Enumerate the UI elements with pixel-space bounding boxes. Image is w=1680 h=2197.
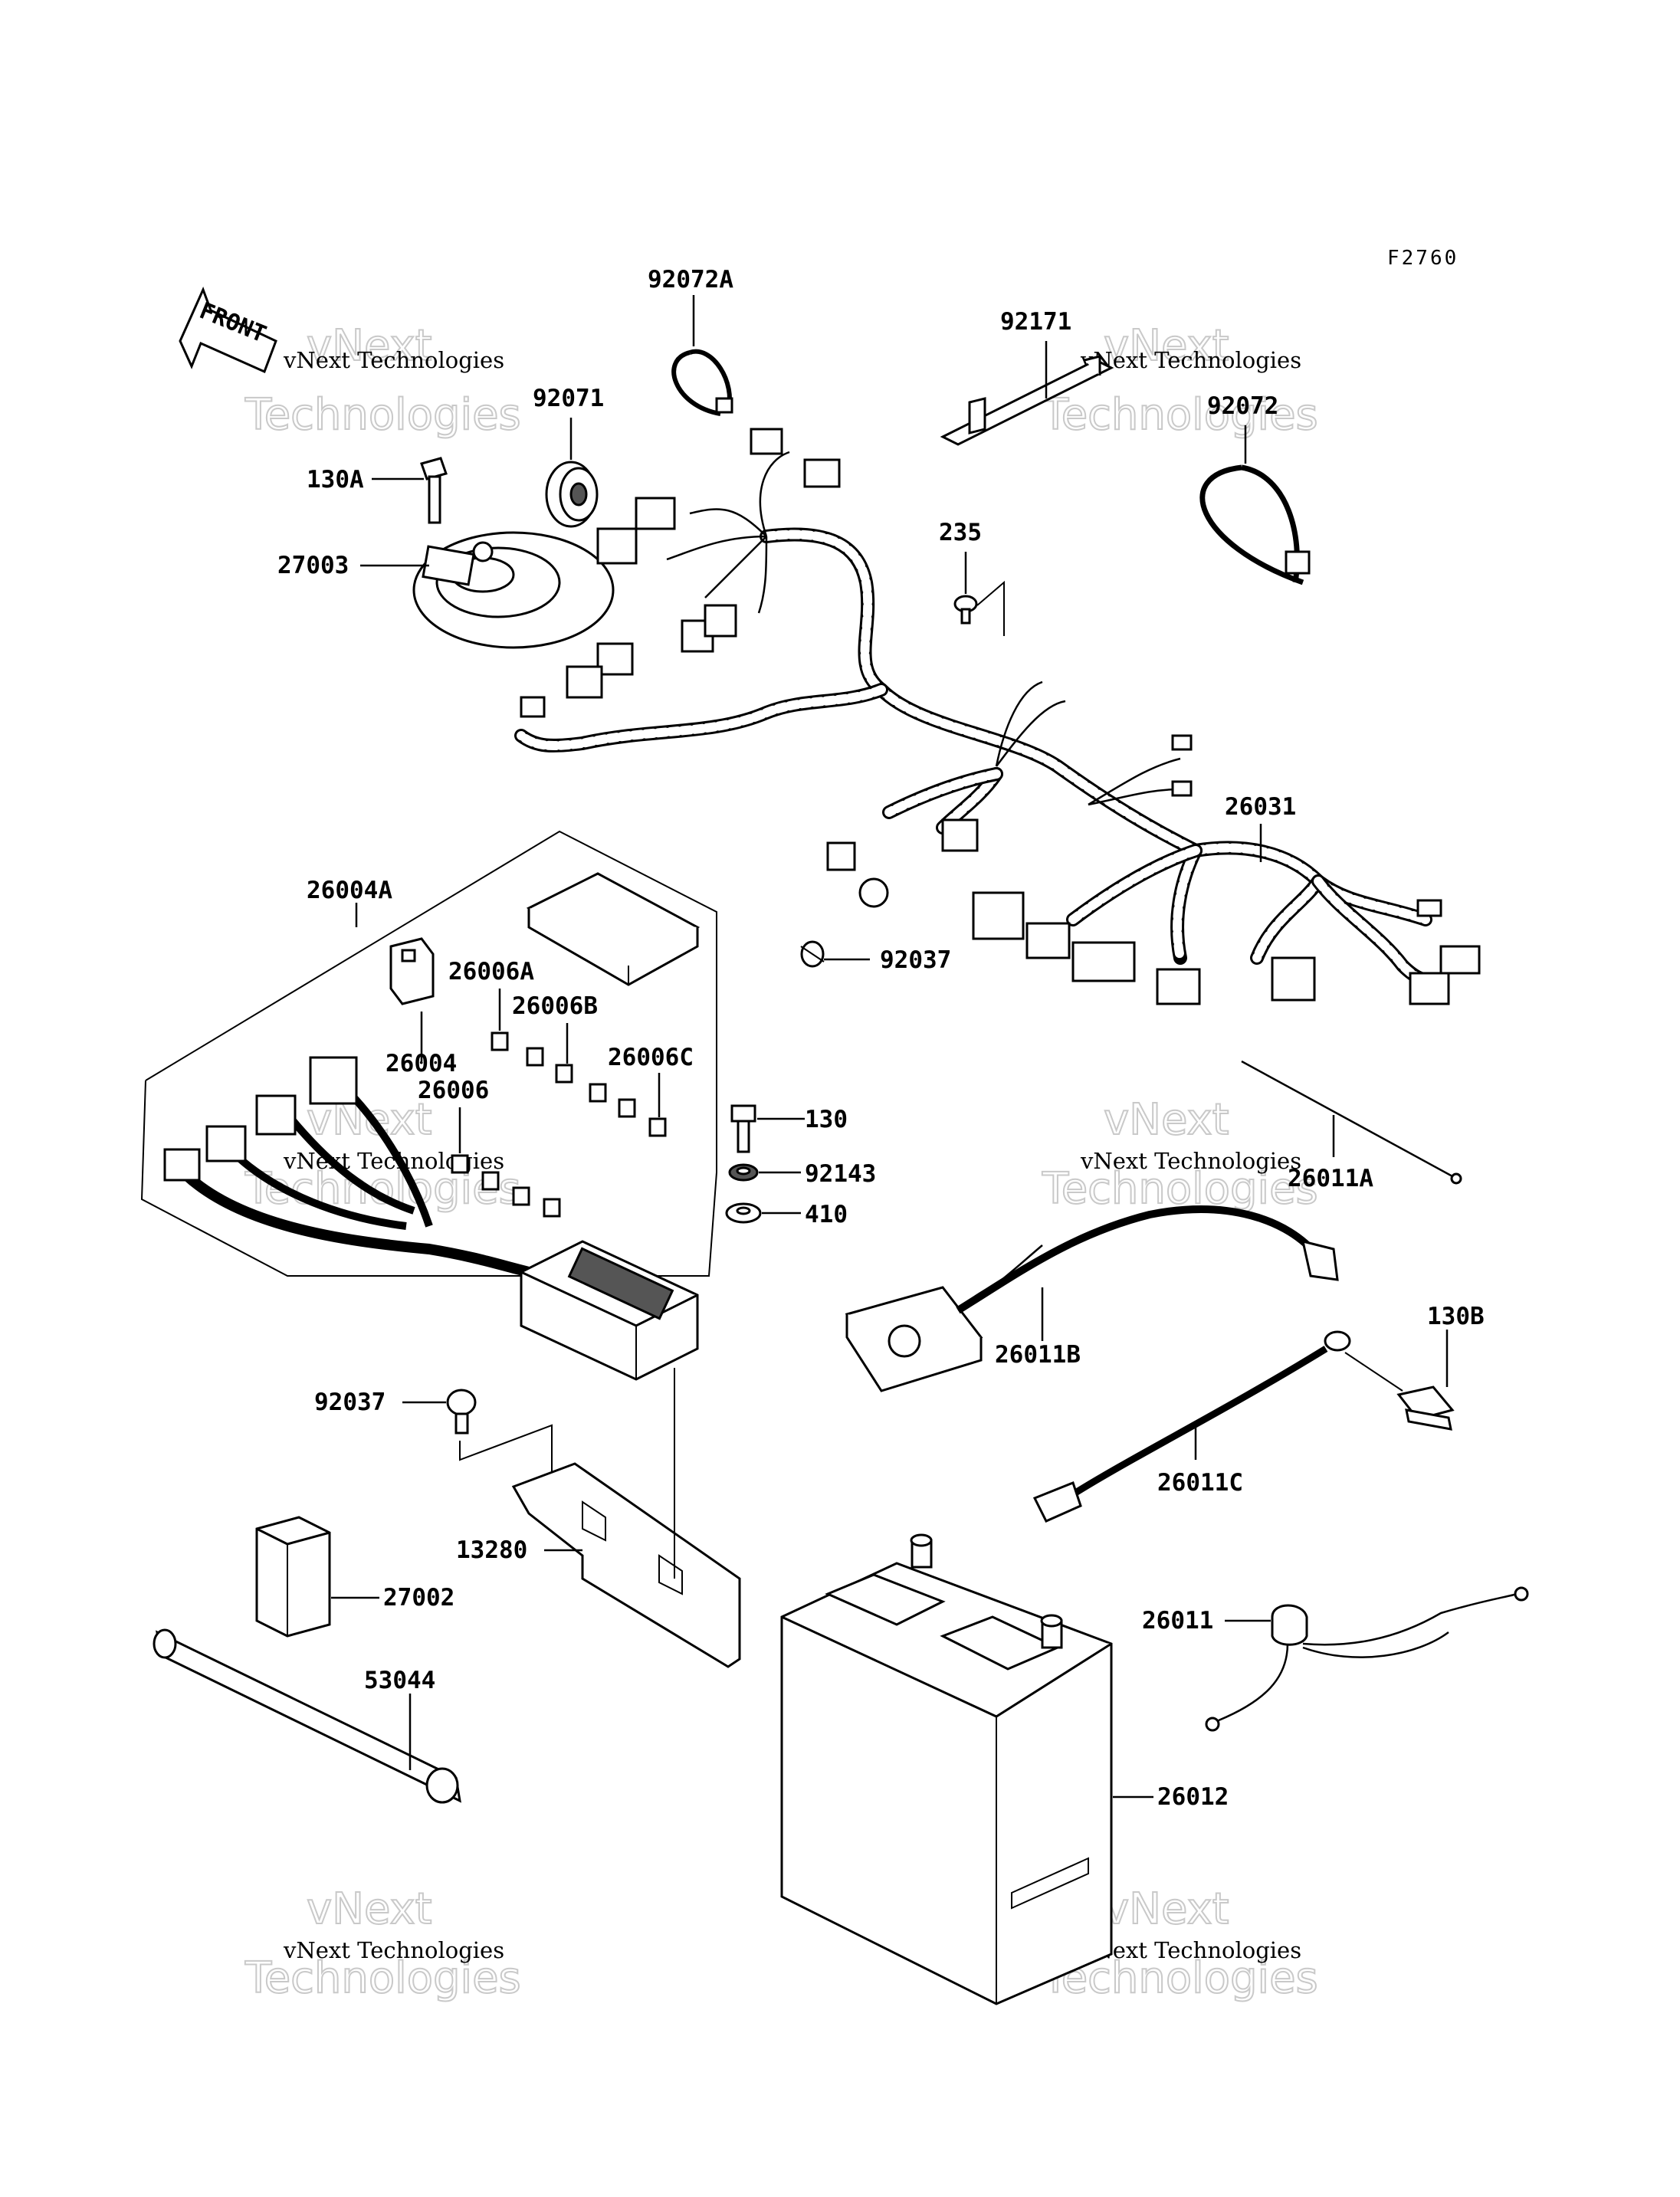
relay-icon: [389, 937, 435, 1005]
part-label-92072A: 92072A: [648, 266, 733, 293]
screw-icon: [953, 595, 978, 625]
part-label-26011B: 26011B: [995, 1341, 1081, 1369]
part-label-26004A: 26004A: [307, 877, 392, 904]
clip-icon: [800, 940, 825, 968]
junction-box-group: [140, 830, 717, 1277]
clamp-icon: [1199, 464, 1311, 585]
bracket-icon: [511, 1462, 741, 1668]
part-label-130A: 130A: [307, 466, 364, 494]
grommet-icon: [545, 461, 599, 528]
starter-relay-icon: [845, 1205, 1339, 1392]
part-label-26006C: 26006C: [608, 1044, 694, 1071]
part-label-26011A: 26011A: [1288, 1165, 1373, 1192]
part-label-53044: 53044: [364, 1667, 435, 1694]
main-harness: [514, 428, 1481, 1005]
bolt-icon: [420, 457, 448, 524]
part-label-92072: 92072: [1207, 392, 1278, 420]
relay-icon: [255, 1516, 331, 1638]
watermark: vNext Technologies vNext Technologies: [244, 1884, 522, 2004]
bolt-icon: [1396, 1385, 1455, 1431]
watermark-caption: vNext Technologies: [283, 347, 504, 373]
part-label-26011: 26011: [1142, 1607, 1213, 1635]
watermark-brand: vNext: [307, 1884, 432, 1934]
watermark-caption: vNext Technologies: [1080, 1148, 1301, 1174]
part-label-92037: 92037: [880, 946, 951, 974]
clip-icon: [446, 1389, 477, 1435]
bracket-icon: [940, 355, 1114, 446]
part-label-92037: 92037: [314, 1389, 386, 1416]
watermark-brand-sub: Technologies: [1042, 390, 1318, 440]
part-label-26006: 26006: [418, 1077, 489, 1104]
part-label-26012: 26012: [1157, 1783, 1229, 1811]
part-label-26006B: 26006B: [512, 992, 598, 1020]
watermark-brand: vNext: [1104, 1095, 1229, 1145]
cable-icon: [1032, 1330, 1351, 1523]
part-label-26011C: 26011C: [1157, 1469, 1243, 1497]
part-label-130B: 130B: [1427, 1303, 1485, 1330]
watermark-brand-sub: Technologies: [1042, 1164, 1318, 1214]
figure-code: F2760: [1387, 247, 1459, 270]
watermark-brand-sub: Technologies: [244, 1953, 521, 2003]
part-label-92071: 92071: [533, 385, 604, 412]
watermark: vNext Technologies vNext Technologies: [1041, 1094, 1319, 1215]
part-label-27002: 27002: [383, 1584, 454, 1612]
watermark: vNext Technologies vNext Technologies: [1041, 320, 1319, 441]
watermark-brand: vNext: [1104, 321, 1229, 371]
lead-wire-icon: [1205, 1586, 1529, 1732]
watermark-brand-sub: Technologies: [244, 390, 521, 440]
fuse-icon: [451, 1031, 667, 1218]
sub-harness: [163, 1056, 699, 1381]
leader-line: [1344, 1352, 1403, 1392]
part-label-92143: 92143: [805, 1160, 876, 1188]
part-label-13280: 13280: [456, 1536, 527, 1564]
clamp-icon: [671, 349, 733, 416]
tube-icon: [153, 1628, 461, 1804]
part-label-26006A: 26006A: [448, 958, 534, 985]
part-label-26031: 26031: [1225, 793, 1296, 821]
leader-line: [976, 580, 1005, 636]
washer-icon: [728, 1163, 759, 1182]
watermark-caption: vNext Technologies: [283, 1937, 504, 1963]
junction-box-cover-icon: [526, 872, 701, 986]
watermark-brand: vNext: [1104, 1884, 1229, 1934]
cable-icon: [1241, 1060, 1462, 1185]
front-arrow-icon: FRONT: [179, 287, 277, 374]
part-label-27003: 27003: [277, 552, 349, 579]
battery-icon: [780, 1533, 1113, 2005]
watermark: vNext Technologies vNext Technologies: [244, 320, 522, 441]
part-label-92171: 92171: [1000, 308, 1071, 336]
bolt-icon: [730, 1104, 756, 1153]
part-label-26004: 26004: [386, 1050, 457, 1077]
part-label-130: 130: [805, 1106, 848, 1133]
watermark-caption: vNext Technologies: [1080, 1937, 1301, 1963]
washer-icon: [725, 1202, 762, 1224]
leader-line: [459, 1424, 553, 1479]
horn-icon: [412, 531, 615, 649]
part-label-235: 235: [939, 519, 982, 546]
watermark-caption: vNext Technologies: [1080, 347, 1301, 373]
watermark-brand: vNext: [307, 321, 432, 371]
part-label-410: 410: [805, 1201, 848, 1228]
